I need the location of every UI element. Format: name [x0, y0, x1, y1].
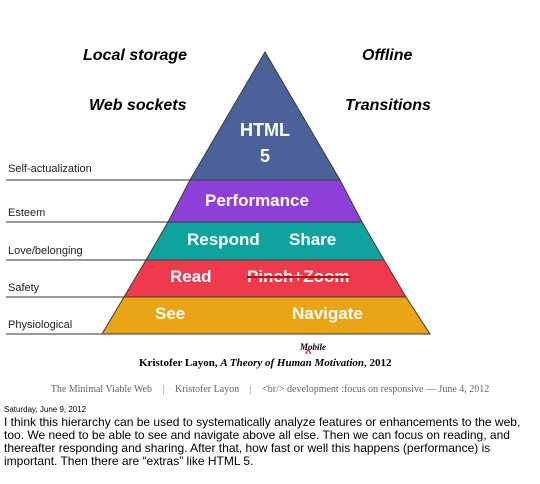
site-footer: The Minimal Viable Web | Kristofer Layon… [0, 384, 540, 395]
level-esteem: Esteem [8, 207, 46, 219]
level-love-belonging: Love/belonging [8, 245, 83, 257]
web-sockets-label: Web sockets [89, 97, 187, 114]
performance-label: Performance [205, 191, 309, 210]
insert-caret: ^ [305, 348, 312, 360]
apex-5-label: 5 [259, 146, 270, 166]
caption-year: , 2012 [364, 357, 392, 369]
local-storage-label: Local storage [83, 47, 188, 64]
navigate-label: Navigate [292, 304, 363, 323]
footer-tagline: <br/> development :focus on responsive [262, 384, 424, 395]
apex-html-label: HTML [240, 120, 290, 140]
level-self-actualization: Self-actualization [8, 163, 92, 175]
level-physiological: Physiological [8, 319, 73, 331]
footer-site-link[interactable]: The Minimal Viable Web [50, 384, 152, 395]
offline-label: Offline [362, 47, 413, 64]
caption-title-after: Motivation [311, 357, 365, 369]
caption-title-before: A Theory of Human [220, 357, 312, 369]
pinch-zoom-label: Pinch+Zoom [247, 267, 350, 286]
see-label: See [155, 304, 186, 323]
footer-separator: | [249, 384, 252, 395]
caption-author: Kristofer Layon, [139, 357, 221, 369]
share-label: Share [289, 230, 337, 249]
respond-share-band [145, 221, 385, 261]
footer-separator: | [162, 384, 165, 395]
footer-dash: — [425, 384, 436, 395]
pyramid-slide: Local storage Offline Web sockets Transi… [6, 47, 431, 369]
post-date: Saturday, June 9, 2012 [4, 405, 87, 414]
pyramid-graphic [6, 51, 431, 335]
level-safety: Safety [8, 282, 40, 294]
footer-date: June 4, 2012 [438, 384, 490, 395]
footer-author-link[interactable]: Kristofer Layon [175, 384, 240, 395]
slide-caption: Kristofer Layon, A Theory of Human Motiv… [139, 357, 392, 369]
post-body: I think this hierarchy can be used to sy… [4, 415, 521, 468]
transitions-label: Transitions [345, 97, 431, 114]
see-navigate-band [101, 296, 431, 335]
mobile-insert-note: Mobile [300, 342, 326, 352]
read-label: Read [170, 267, 212, 286]
respond-label: Respond [187, 230, 260, 249]
